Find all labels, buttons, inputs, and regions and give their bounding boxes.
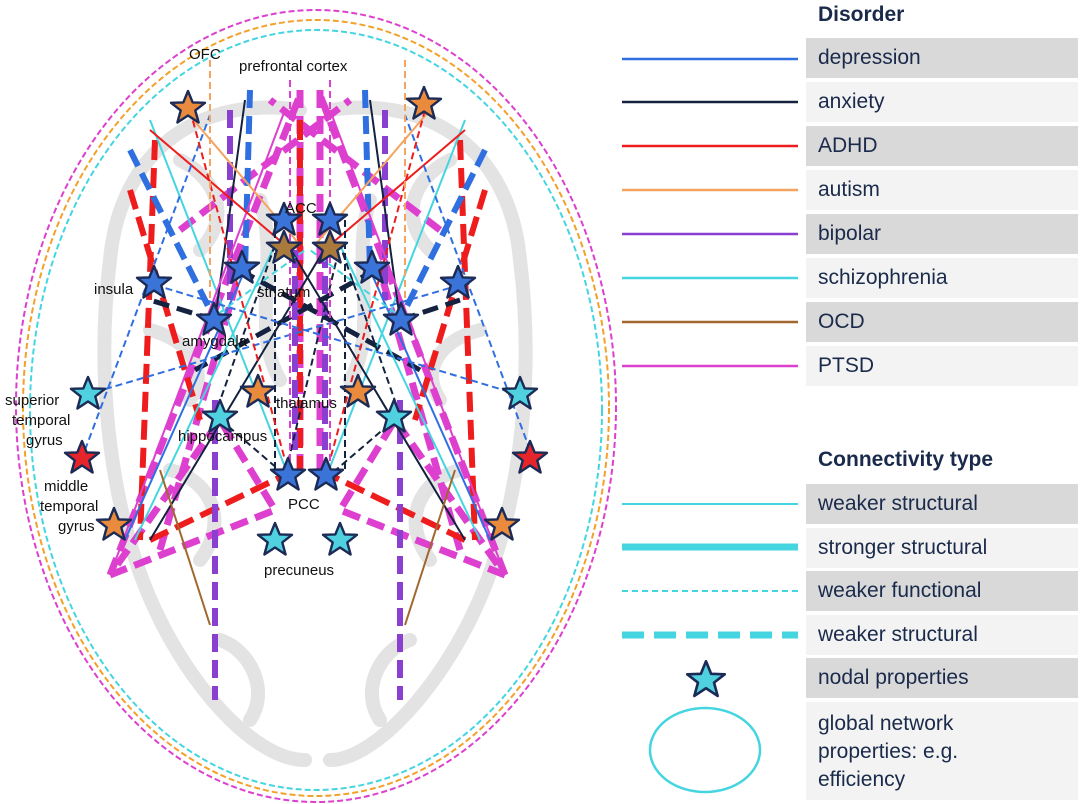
- legend-item-ptsd: PTSD: [806, 346, 1078, 386]
- legend-label: anxiety: [818, 90, 885, 113]
- star-precuneus-left: [256, 521, 294, 556]
- legend-star-icon: [685, 659, 727, 698]
- star-pcc-right: [307, 456, 345, 491]
- label-stg-2: temporal: [12, 412, 70, 429]
- legend-label: OCD: [818, 310, 865, 333]
- label-thalamus: thalamus: [276, 395, 337, 412]
- legend-item-anxiety: anxiety: [806, 82, 1078, 122]
- disorder-legend-title: Disorder: [818, 3, 905, 26]
- star-insula-right: [439, 264, 477, 299]
- label-mtg-2: temporal: [40, 498, 98, 515]
- label-mtg-3: gyrus: [58, 518, 95, 535]
- legend-label: bipolar: [818, 222, 882, 245]
- legend-label: depression: [818, 46, 921, 69]
- label-precuneus: precuneus: [264, 562, 334, 579]
- label-insula: insula: [94, 281, 134, 298]
- legend-item-weaker-functional: weaker functional: [806, 571, 1078, 611]
- star-insula-left: [135, 264, 173, 299]
- legend-label: PTSD: [818, 354, 875, 377]
- label-striatum: striatum: [257, 284, 310, 301]
- connectivity-legend-title: Connectivity type: [818, 448, 994, 471]
- star-precuneus-right: [321, 521, 359, 556]
- label-acc: ACC: [285, 200, 317, 217]
- legend-label: schizophrenia: [818, 266, 948, 289]
- legend-item-nodal-properties: nodal properties: [806, 658, 1078, 698]
- legend-label: weaker structural: [818, 492, 978, 515]
- legend-item-depression: depression: [806, 38, 1078, 78]
- legend-label: nodal properties: [818, 666, 969, 689]
- legend-label-line-3: efficiency: [818, 768, 906, 791]
- label-prefrontal: prefrontal cortex: [239, 58, 348, 75]
- label-mtg-1: middle: [44, 478, 88, 495]
- label-amygdala: amygdala: [182, 333, 248, 350]
- legend-item-global-network: global network properties: e.g. efficien…: [806, 702, 1078, 800]
- legend-label-line-1: global network: [818, 712, 954, 735]
- legend-ellipse-icon: [648, 706, 762, 794]
- label-ofc: OFC: [189, 46, 221, 63]
- legend-item-schizophrenia: schizophrenia: [806, 258, 1078, 298]
- label-hippocampus: hippocampus: [178, 428, 267, 445]
- legend-label: stronger structural: [818, 536, 988, 559]
- legend-item-autism: autism: [806, 170, 1078, 210]
- legend-label: autism: [818, 178, 880, 201]
- global-network-ellipses: [15, 9, 617, 803]
- legend-label-line-2: properties: e.g.: [818, 740, 959, 763]
- label-stg-1: superior: [5, 392, 59, 409]
- legend-item-weaker-structural-thick: weaker structural: [806, 615, 1078, 655]
- star-mtg-left: [63, 439, 101, 474]
- legend-item-weaker-structural-thin: weaker structural: [806, 484, 1078, 524]
- region-labels: OFC prefrontal cortex ACC insula striatu…: [5, 46, 348, 579]
- legend-label: ADHD: [818, 134, 878, 157]
- legend-item-stronger-structural: stronger structural: [806, 528, 1078, 568]
- label-pcc: PCC: [288, 496, 320, 513]
- legend-item-ocd: OCD: [806, 302, 1078, 342]
- legend-item-adhd: ADHD: [806, 126, 1078, 166]
- label-stg-3: gyrus: [26, 432, 63, 449]
- legend-item-bipolar: bipolar: [806, 214, 1078, 254]
- legend-label: weaker functional: [818, 579, 982, 602]
- legend-symbols: [622, 57, 798, 794]
- legend-label: weaker structural: [818, 623, 978, 646]
